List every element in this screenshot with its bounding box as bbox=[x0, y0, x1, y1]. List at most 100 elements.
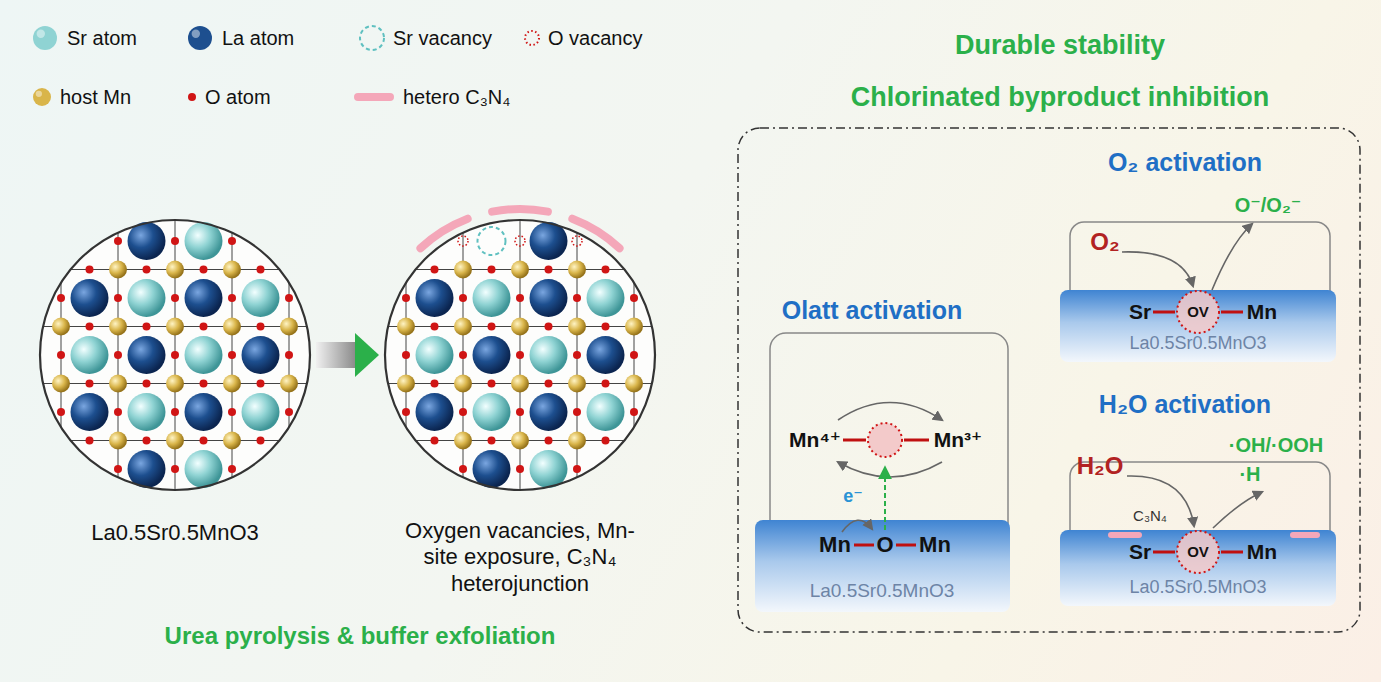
legend-text: O vacancy bbox=[548, 26, 642, 50]
oxygen-atom bbox=[431, 380, 439, 388]
legend-swatch bbox=[33, 88, 51, 106]
oxygen-atom bbox=[228, 351, 236, 359]
oxygen-atom bbox=[545, 266, 553, 274]
mn-atom bbox=[109, 375, 127, 393]
bond bbox=[843, 439, 866, 442]
lattice-view: Oxygen vacancies, Mn-site exposure, C₃N₄… bbox=[385, 215, 655, 615]
lattice-grid bbox=[40, 213, 310, 498]
sr-atom bbox=[530, 336, 568, 374]
oxygen-atom bbox=[545, 380, 553, 388]
oxygen-atom bbox=[114, 294, 122, 302]
mn-atom bbox=[568, 432, 586, 450]
node-text: Sr bbox=[1129, 299, 1151, 324]
sr-atom bbox=[587, 393, 625, 431]
caption-text: Oxygen vacancies, Mn-site exposure, C₃N₄… bbox=[395, 518, 645, 597]
node-text: Olatt activation bbox=[782, 295, 963, 325]
la-atom bbox=[530, 393, 568, 431]
legend-symbol bbox=[525, 31, 539, 45]
legend-swatch bbox=[188, 26, 212, 50]
oxygen-atom bbox=[573, 351, 581, 359]
mn-atom bbox=[166, 432, 184, 450]
mn-atom bbox=[568, 261, 586, 279]
legend-symbol bbox=[360, 26, 384, 50]
mn-atom bbox=[568, 318, 586, 336]
bond bbox=[1153, 311, 1175, 314]
oxygen-atom bbox=[143, 437, 151, 445]
oxygen-atom bbox=[86, 380, 94, 388]
oxygen-atom bbox=[57, 408, 65, 416]
sr-atom bbox=[242, 279, 280, 317]
legend-text: Sr vacancy bbox=[393, 26, 492, 50]
oxygen-atom bbox=[171, 351, 179, 359]
legend-text: host Mn bbox=[60, 85, 131, 109]
node-text: OV bbox=[1187, 303, 1209, 321]
oxygen-atom bbox=[257, 323, 265, 331]
node-text: O⁻/O₂⁻ bbox=[1235, 193, 1302, 217]
oxygen-atom bbox=[285, 408, 293, 416]
mn-atom bbox=[109, 318, 127, 336]
c3n4-layer bbox=[420, 219, 467, 249]
node-text: e⁻ bbox=[843, 486, 863, 508]
node-text: Mn bbox=[919, 532, 951, 558]
node-text: Mn bbox=[1247, 539, 1277, 564]
mn-atom bbox=[109, 432, 127, 450]
oxygen-vacancy bbox=[458, 236, 468, 246]
activation-panel: O₂ activationO₂O⁻/O₂⁻SrOVMnLa0.5Sr0.5MnO… bbox=[1058, 140, 1338, 362]
legend-text: La atom bbox=[222, 26, 294, 50]
activation-panel: Olatt activationMn⁴⁺Mn³⁺e⁻MnOMnLa0.5Sr0.… bbox=[752, 290, 1014, 615]
node-text: La0.5Sr0.5MnO3 bbox=[810, 580, 955, 603]
oxygen-atom bbox=[431, 323, 439, 331]
oxygen-atom bbox=[488, 437, 496, 445]
mn-atom bbox=[454, 261, 472, 279]
lattice-view: La0.5Sr0.5MnO3 bbox=[40, 215, 310, 560]
lattice bbox=[40, 209, 655, 498]
oxygen-atom bbox=[228, 408, 236, 416]
oxygen-atom bbox=[516, 294, 524, 302]
oxygen-atom bbox=[602, 266, 610, 274]
la-atom bbox=[473, 336, 511, 374]
la-atom bbox=[530, 279, 568, 317]
mn-atom bbox=[397, 318, 415, 336]
oxygen-atom bbox=[602, 380, 610, 388]
bond bbox=[1153, 551, 1175, 554]
process-arrow bbox=[316, 333, 379, 377]
lattice-outline bbox=[40, 220, 310, 490]
oxygen-vacancy bbox=[572, 236, 582, 246]
transfer-arrow bbox=[884, 468, 886, 530]
oxygen-atom bbox=[630, 351, 638, 359]
oxygen-vacancy bbox=[1177, 531, 1219, 573]
sr-atom bbox=[416, 336, 454, 374]
oxygen-atom bbox=[516, 465, 524, 473]
oxygen-atom bbox=[114, 237, 122, 245]
crystal-slab bbox=[755, 520, 1010, 612]
oxygen-atom bbox=[86, 437, 94, 445]
mn-atom bbox=[166, 261, 184, 279]
oxygen-atom bbox=[402, 351, 410, 359]
la-atom bbox=[587, 336, 625, 374]
bond bbox=[854, 544, 874, 547]
sr-atom bbox=[185, 336, 223, 374]
process-label: Urea pyrolysis & buffer exfoliation bbox=[165, 622, 556, 651]
legend-swatch bbox=[188, 93, 196, 101]
arrow-shaft bbox=[316, 342, 355, 368]
highlight bbox=[36, 91, 42, 97]
node-text: Mn³⁺ bbox=[934, 427, 982, 452]
oxygen-atom bbox=[488, 380, 496, 388]
crystal-slab: SrOVMnLa0.5Sr0.5MnO3 bbox=[1060, 290, 1336, 362]
legend-swatch bbox=[33, 26, 57, 50]
crystal-slab: MnOMnLa0.5Sr0.5MnO3 bbox=[755, 520, 1010, 612]
mn-atom bbox=[280, 318, 298, 336]
oxygen-atom bbox=[171, 294, 179, 302]
caption-text: Durable stability bbox=[955, 29, 1165, 61]
oxygen-atom bbox=[86, 323, 94, 331]
grid-line bbox=[40, 212, 310, 213]
mn-atom bbox=[280, 375, 298, 393]
oxygen-atom bbox=[459, 465, 467, 473]
la-atom bbox=[185, 279, 223, 317]
mn-atom bbox=[223, 432, 241, 450]
node-text: Mn⁴⁺ bbox=[789, 427, 841, 452]
oxygen-atom bbox=[114, 351, 122, 359]
oxygen-atom bbox=[573, 465, 581, 473]
dashed-frame bbox=[738, 128, 1360, 632]
